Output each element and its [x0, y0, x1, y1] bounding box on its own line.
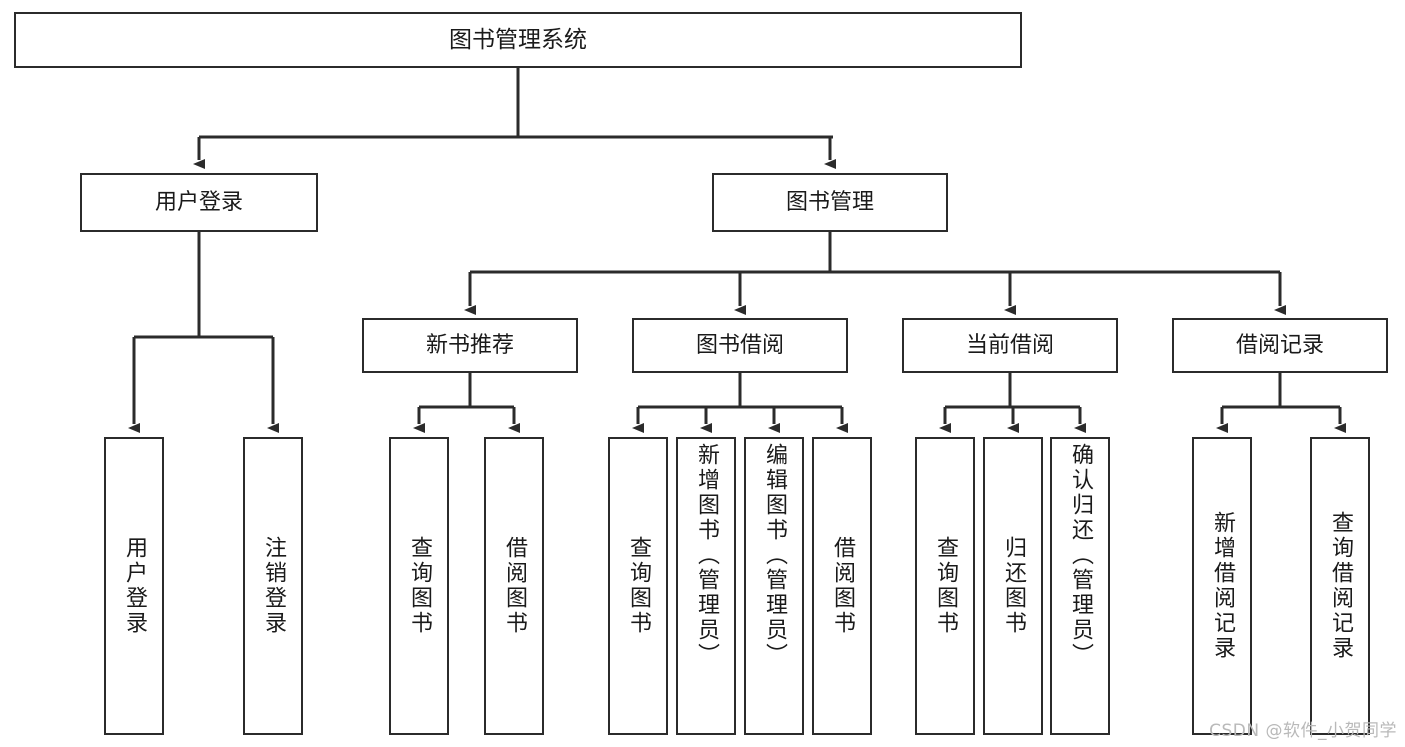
- node-leaf-borrow-book-rec[interactable]: 借阅图书: [484, 437, 544, 735]
- node-label: 查询图书: [933, 536, 958, 636]
- node-book-borrow[interactable]: 图书借阅: [632, 318, 848, 373]
- node-leaf-user-logout[interactable]: 注销登录: [243, 437, 303, 735]
- node-leaf-return-book[interactable]: 归还图书: [983, 437, 1043, 735]
- node-label: 查询借阅记录: [1328, 511, 1353, 661]
- node-label: 确认归还（管理员）: [1068, 443, 1093, 668]
- node-user-login[interactable]: 用户登录: [80, 173, 318, 232]
- node-label: 新书推荐: [425, 332, 514, 358]
- node-new-book-rec[interactable]: 新书推荐: [362, 318, 578, 373]
- node-leaf-query-book-rec[interactable]: 查询图书: [389, 437, 449, 735]
- node-label: 借阅图书: [830, 536, 855, 636]
- node-leaf-add-book[interactable]: 新增图书（管理员）: [676, 437, 736, 735]
- node-leaf-edit-book[interactable]: 编辑图书（管理员）: [744, 437, 804, 735]
- node-leaf-add-record[interactable]: 新增借阅记录: [1192, 437, 1252, 735]
- node-leaf-user-login[interactable]: 用户登录: [104, 437, 164, 735]
- node-label: 当前借阅: [965, 332, 1054, 358]
- node-label: 注销登录: [261, 536, 286, 636]
- node-label: 编辑图书（管理员）: [762, 443, 787, 668]
- node-label: 图书管理系统: [449, 26, 587, 53]
- node-leaf-borrow-book[interactable]: 借阅图书: [812, 437, 872, 735]
- node-label: 查询图书: [626, 536, 651, 636]
- node-label: 新增借阅记录: [1210, 511, 1235, 661]
- node-leaf-query-book-cur[interactable]: 查询图书: [915, 437, 975, 735]
- node-label: 图书借阅: [695, 332, 784, 358]
- node-book-manage[interactable]: 图书管理: [712, 173, 948, 232]
- node-leaf-query-book-borrow[interactable]: 查询图书: [608, 437, 668, 735]
- node-label: 借阅图书: [502, 536, 527, 636]
- node-borrow-record[interactable]: 借阅记录: [1172, 318, 1388, 373]
- node-leaf-confirm-return[interactable]: 确认归还（管理员）: [1050, 437, 1110, 735]
- node-label: 用户登录: [122, 536, 147, 636]
- node-label: 归还图书: [1001, 536, 1026, 636]
- node-label: 新增图书（管理员）: [694, 443, 719, 668]
- node-current-borrow[interactable]: 当前借阅: [902, 318, 1118, 373]
- node-leaf-query-record[interactable]: 查询借阅记录: [1310, 437, 1370, 735]
- csdn-watermark: CSDN @软件_小贺同学: [1209, 721, 1397, 741]
- node-label: 图书管理: [785, 189, 874, 215]
- node-label: 借阅记录: [1235, 332, 1324, 358]
- node-root[interactable]: 图书管理系统: [14, 12, 1022, 68]
- node-label: 用户登录: [154, 189, 243, 215]
- node-label: 查询图书: [407, 536, 432, 636]
